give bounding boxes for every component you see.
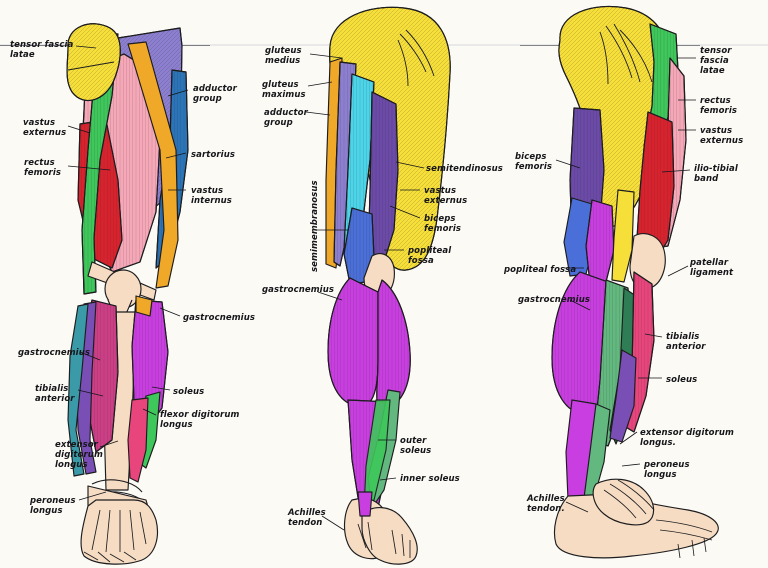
muscle-label: tensor fascia latae [700, 46, 732, 77]
anterior-leg-figure [66, 23, 189, 565]
muscle-label: ilio-tibial band [694, 164, 738, 185]
leader-line [77, 389, 104, 397]
muscle-label: gastrocnemius [518, 295, 591, 305]
leader-line [389, 205, 421, 219]
muscle-label: gluteus maximus [262, 80, 306, 101]
leader-line [555, 159, 581, 169]
muscle-label: vastus externus [700, 126, 744, 147]
muscle-label: tibialis anterior [35, 384, 75, 405]
muscle-label: biceps femoris [424, 214, 462, 235]
leader-line [79, 351, 101, 361]
leader-line [142, 408, 157, 416]
muscle-label: adductor group [264, 108, 308, 129]
muscle-label: extensor digitorum longus. [640, 428, 734, 449]
leader-line [621, 463, 641, 467]
leader-line [159, 307, 181, 317]
muscle-label: Achilles tendon [288, 508, 326, 529]
leader-line [151, 386, 171, 391]
muscle-label: tibialis anterior [666, 332, 706, 353]
leader-line [321, 515, 345, 531]
leader-line [78, 491, 107, 501]
leader-line [67, 165, 111, 171]
muscle-label: inner soleus [400, 474, 460, 484]
muscle-label: popliteal fossa [408, 246, 452, 267]
muscle-label: gastrocnemius [183, 313, 256, 323]
muscle-label: tensor fascia latae [10, 40, 74, 61]
leader-line [565, 501, 589, 513]
muscle-label: adductor group [193, 84, 237, 105]
leader-line [67, 125, 91, 134]
leader-line [99, 440, 119, 448]
muscle-label: peroneus longus [644, 460, 690, 481]
muscle-label: vastus externus [424, 186, 468, 207]
muscle-label: gluteus medius [265, 46, 302, 67]
leader-line [165, 152, 187, 159]
muscle-label: biceps femoris [515, 152, 553, 173]
lateral-leg-figure [551, 5, 719, 559]
leader-line [661, 169, 691, 173]
leader-line [379, 477, 397, 481]
posterior-leg-figure [325, 6, 451, 565]
muscle-label: soleus [666, 375, 698, 385]
muscle-label: vastus internus [191, 186, 232, 207]
muscle-label: Achilles tendon. [527, 494, 565, 515]
leader-line [644, 333, 663, 338]
muscle-label: peroneus longus [30, 496, 76, 517]
leader-line [307, 81, 333, 87]
muscle-label: outer soleus [400, 436, 432, 457]
leader-line [395, 161, 425, 169]
muscle-label: popliteal fossa [504, 265, 577, 275]
leader-line [75, 45, 97, 49]
muscle-label: patellar ligament [690, 258, 734, 279]
muscle-label: sartorius [191, 150, 236, 160]
leader-line [569, 299, 591, 311]
leader-line [667, 265, 689, 277]
muscle-label: semitendinosus [426, 164, 503, 174]
leader-line [619, 431, 638, 445]
leader-line [305, 111, 331, 116]
muscle-label: gastrocnemius [262, 285, 335, 295]
muscle-label: extensor digitorum longus [55, 440, 103, 471]
muscle-label: soleus [173, 387, 205, 397]
muscle-label: semimembranosus [310, 180, 320, 272]
label-leader-lines [67, 45, 696, 531]
muscle-label: flexor digitorum longus [160, 410, 240, 431]
leader-line [317, 291, 343, 301]
leader-line [309, 53, 343, 59]
muscle-label: gastrocnemius [18, 348, 91, 358]
muscle-label: rectus femoris [24, 158, 62, 179]
muscle-label: rectus femoris [700, 96, 738, 117]
leader-line [167, 89, 189, 97]
muscle-label: vastus externus [23, 118, 67, 139]
